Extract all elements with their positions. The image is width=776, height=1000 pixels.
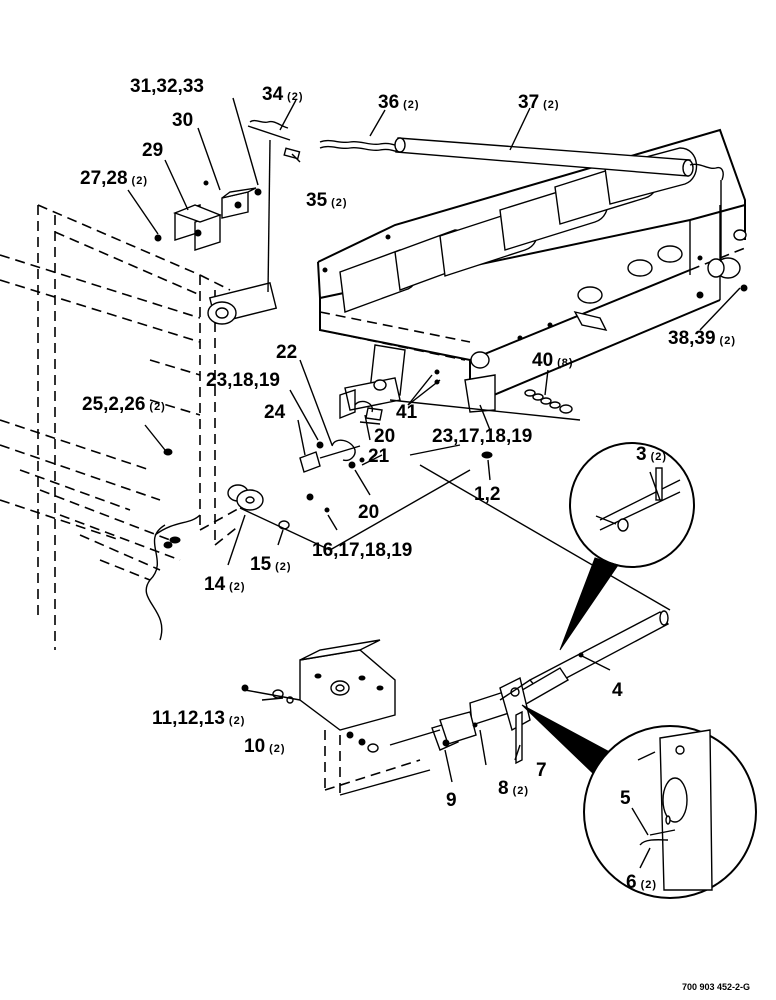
strap-assembly	[247, 119, 724, 262]
callout-1-2: 1,2	[474, 484, 500, 505]
callout-16-17-18-19: 16,17,18,19	[312, 540, 412, 561]
callout-24: 24	[264, 402, 286, 423]
callout-27-28: 27,28(2)	[80, 168, 148, 189]
bracket-assembly	[154, 180, 262, 251]
callout-25-2-26: 25,2,26(2)	[82, 394, 166, 415]
callout-20-upper: 20	[374, 426, 395, 447]
callout-34: 34(2)	[262, 84, 304, 105]
detail-circle-bottom	[521, 704, 757, 899]
callout-31-32-33: 31,32,33	[130, 76, 204, 97]
callout-35: 35(2)	[306, 190, 348, 211]
callout-15: 15(2)	[250, 554, 292, 575]
callout-22: 22	[276, 342, 297, 363]
callout-11-12-13: 11,12,13(2)	[152, 708, 245, 729]
pivot-rod	[207, 139, 278, 502]
callout-38-39: 38,39(2)	[668, 328, 736, 349]
drawing-number: 700 903 452-2-G	[682, 982, 750, 992]
callout-37: 37(2)	[518, 92, 560, 113]
callout-6: 6(2)	[626, 872, 657, 893]
callout-41: 41	[396, 402, 418, 423]
detail-circle-top	[559, 442, 695, 651]
callout-3: 3(2)	[636, 444, 667, 465]
callout-29: 29	[142, 140, 163, 161]
callout-4: 4	[612, 680, 623, 701]
left-frame	[0, 204, 246, 650]
callout-14: 14(2)	[204, 574, 246, 595]
callouts: 31,32,33 34(2) 36(2) 37(2) 30 29 27,28(2…	[80, 76, 750, 992]
callout-21: 21	[368, 446, 390, 467]
callout-10: 10(2)	[244, 736, 286, 757]
callout-20-lower: 20	[358, 502, 379, 523]
shaft-assembly	[431, 610, 670, 765]
callout-36: 36(2)	[378, 92, 420, 113]
callout-40: 40(8)	[532, 350, 574, 371]
lower-mount-bracket	[241, 639, 441, 796]
callout-8: 8(2)	[498, 778, 529, 799]
leader-lines	[127, 97, 741, 869]
callout-7: 7	[536, 760, 547, 781]
callout-5: 5	[620, 788, 631, 809]
callout-23-17-18-19: 23,17,18,19	[432, 426, 532, 447]
callout-9: 9	[446, 790, 457, 811]
callout-30: 30	[172, 110, 193, 131]
callout-23-18-19-top: 23,18,19	[206, 370, 280, 391]
center-linkage	[163, 369, 671, 611]
